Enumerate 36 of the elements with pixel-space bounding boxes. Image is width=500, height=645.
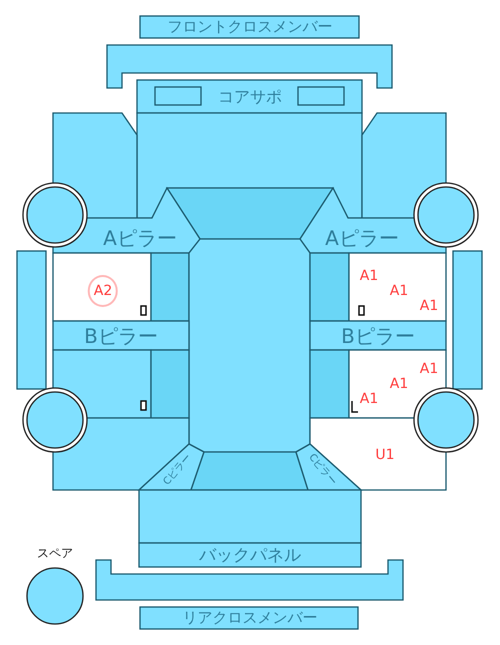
damage-code: U1	[375, 448, 395, 462]
bumper-bar	[107, 45, 392, 88]
bumper-bar	[17, 251, 46, 389]
body-panel	[137, 80, 362, 113]
damage-code: A1	[360, 392, 378, 406]
panel-label: Cピラー	[306, 452, 338, 488]
body-panel	[139, 543, 361, 567]
body-panel	[151, 253, 189, 321]
damage-code: A1	[360, 269, 378, 283]
body-panel	[140, 607, 358, 629]
panel-label: Bピラー	[341, 326, 415, 346]
wheel-circle	[27, 568, 83, 624]
damage-code: A1	[420, 299, 438, 313]
panel-label: フロントクロスメンバー	[168, 20, 332, 34]
body-panel	[310, 350, 349, 418]
spare-label: スペア	[37, 545, 73, 562]
body-panel	[189, 239, 310, 452]
panel-label: Bピラー	[84, 326, 158, 346]
damage-code: A2	[88, 275, 118, 307]
panel-label: バックパネル	[199, 548, 301, 564]
door-panel	[53, 253, 151, 321]
bumper-bar	[453, 251, 482, 389]
body-panel	[310, 321, 446, 350]
damage-code: A1	[390, 284, 408, 298]
damage-code: A1	[420, 362, 438, 376]
panel-label: コアサポ	[218, 89, 282, 105]
body-panel	[310, 253, 349, 321]
door-panel	[349, 253, 446, 321]
panel-label: Aピラー	[325, 228, 399, 248]
body-panel	[53, 321, 189, 350]
body-panel	[140, 16, 359, 38]
panel-label: Cピラー	[162, 452, 194, 488]
body-panel	[151, 350, 189, 418]
panel-label: Aピラー	[103, 228, 177, 248]
panel-label: リアクロスメンバー	[182, 610, 318, 626]
damage-code: A1	[390, 377, 408, 391]
